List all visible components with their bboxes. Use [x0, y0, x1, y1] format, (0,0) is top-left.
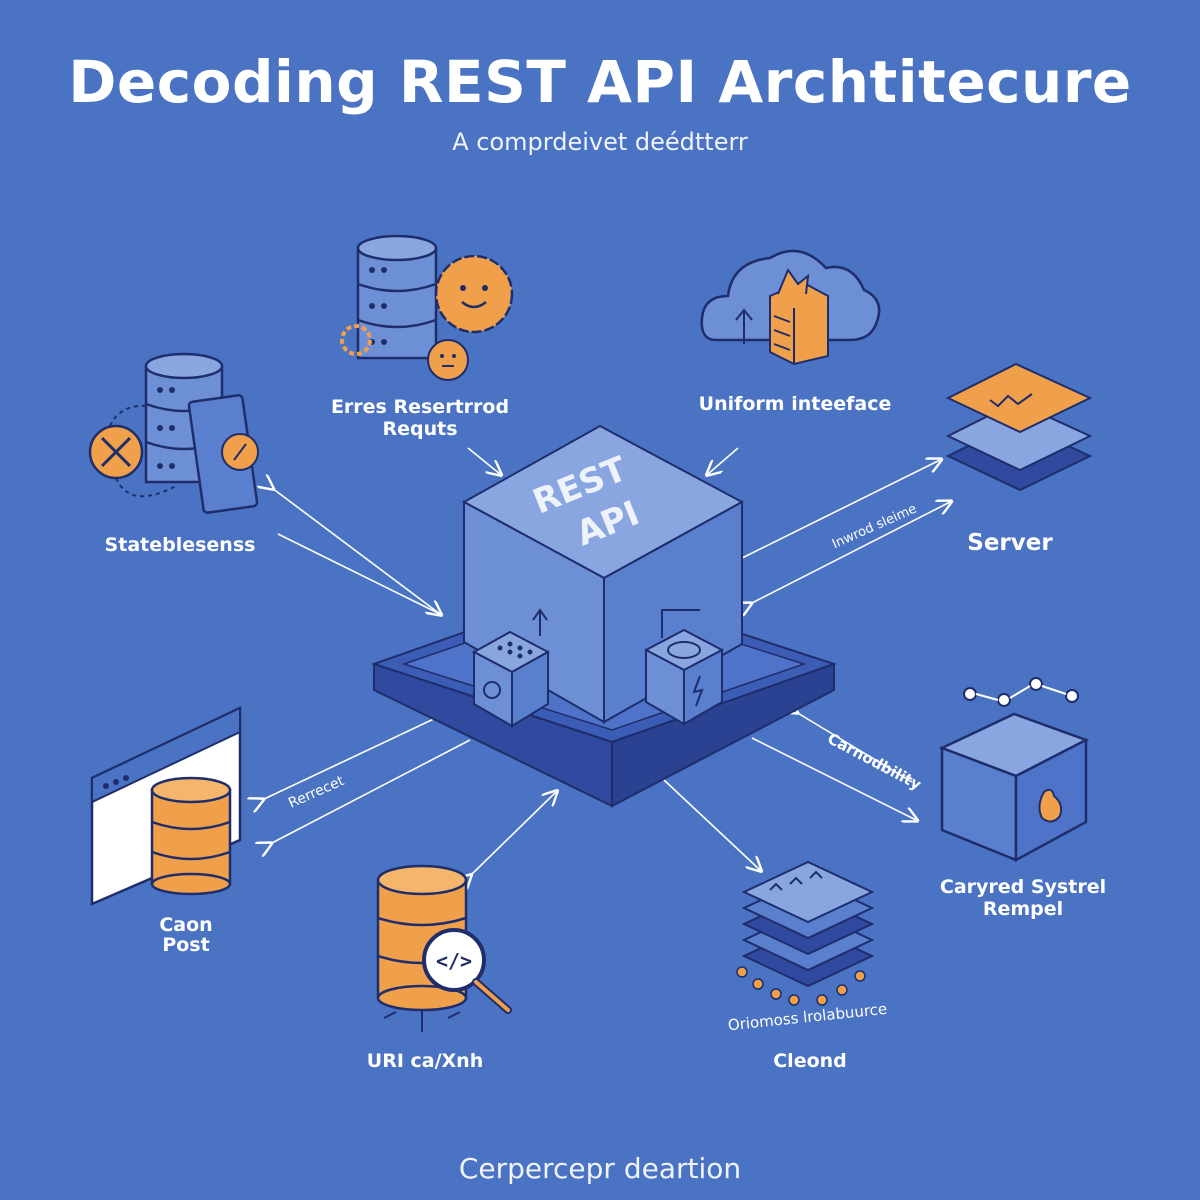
server-layers-icon — [945, 362, 1093, 492]
browser-database-icon — [90, 706, 242, 906]
label-server: Server — [967, 530, 1053, 556]
arrow-uniform — [708, 447, 739, 474]
uri-database-search-icon: </> — [376, 864, 512, 1032]
label-uniform: Uniform inteeface — [698, 393, 892, 415]
label-layered-line2: Cleond — [773, 1050, 847, 1072]
arrow-stateless-2 — [277, 533, 441, 615]
arrow-stateless — [272, 488, 440, 614]
layered-stack-icon — [736, 860, 875, 1006]
arrow-label-server: Inwrod sleime — [830, 501, 919, 552]
arrow-caon-bottom — [270, 739, 471, 844]
arrow-requests — [467, 447, 500, 474]
gear-cube-icon — [471, 608, 551, 728]
page-subtitle: A comprdeivet deédtterr — [452, 128, 748, 156]
requests-server-gear-icon — [340, 234, 514, 381]
arrow-layered — [663, 779, 760, 870]
arrow-label-caon: Rerrecet — [286, 773, 347, 812]
label-stateless: Stateblesenss — [104, 534, 256, 556]
label-caon-line1: Caon — [159, 914, 213, 936]
arrow-uri — [470, 792, 556, 876]
label-layered-line1: Oriomoss lrolabuurce — [727, 1000, 888, 1035]
label-requests-line2: Requts — [382, 418, 458, 440]
label-caryred-line1: Caryred Systrel — [939, 876, 1107, 898]
arrow-caon-top — [262, 715, 441, 800]
arrow-carnod-top — [796, 712, 913, 783]
rest-api-cube — [461, 424, 745, 724]
page-title: Decoding REST API Archtitecure — [68, 48, 1132, 116]
label-caon-line2: Post — [162, 934, 210, 956]
label-uri: URI ca/Xnh — [366, 1050, 484, 1072]
arrow-carnod-bottom — [751, 737, 916, 820]
label-requests-line1: Erres Resertrrod — [330, 396, 510, 418]
arrow-label-carnod: Carnodbility — [824, 729, 924, 794]
arrow-server-bottom — [750, 502, 950, 604]
svg-text:</>: </> — [436, 949, 472, 973]
label-caryred-line2: Rempel — [982, 898, 1064, 920]
stateless-database-icon — [88, 352, 259, 514]
footer-caption: Cerpercepr deartion — [458, 1152, 742, 1185]
uniform-interface-cloud-icon — [700, 249, 881, 366]
lightning-cube-icon — [643, 609, 725, 726]
caryred-box-icon — [938, 677, 1090, 863]
